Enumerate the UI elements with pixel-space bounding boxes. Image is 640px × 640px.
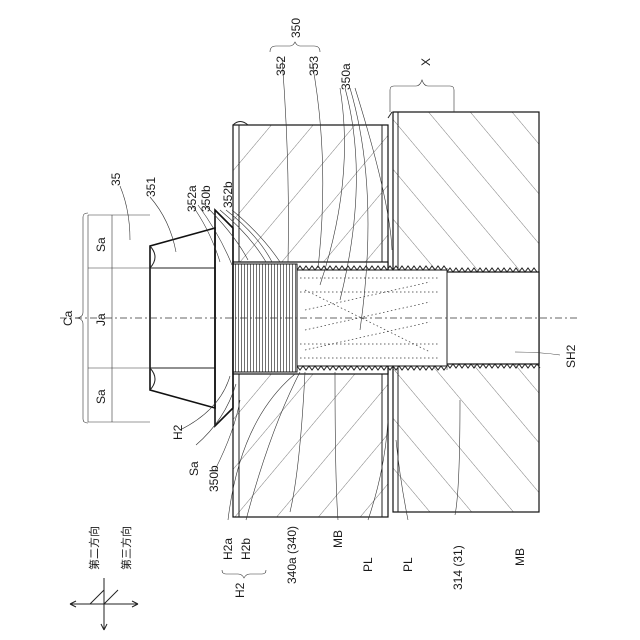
label-340a: 340a (340) bbox=[285, 526, 299, 584]
label-350b-top: 350b bbox=[199, 185, 213, 212]
label-direction-3: 第三方向 bbox=[119, 526, 133, 570]
label-Sa-top: Sa bbox=[94, 237, 108, 252]
label-Sa-bottom: Sa bbox=[94, 389, 108, 404]
label-Ca: Ca bbox=[61, 310, 75, 326]
label-314: 314 (31) bbox=[451, 545, 465, 590]
label-H2a: H2a bbox=[221, 538, 235, 560]
label-MB-2: MB bbox=[513, 548, 527, 566]
label-MB-1: MB bbox=[331, 530, 345, 548]
label-350b-side: 350b bbox=[207, 465, 221, 492]
label-351: 351 bbox=[144, 177, 158, 197]
x-bracket bbox=[390, 80, 454, 112]
label-H2-side: H2 bbox=[171, 424, 185, 440]
label-direction-2: 第二方向 bbox=[87, 526, 101, 570]
label-X: X bbox=[419, 58, 433, 66]
label-350: 350 bbox=[289, 18, 303, 38]
label-350a-top: 350a bbox=[339, 63, 353, 90]
label-353: 353 bbox=[307, 56, 321, 76]
direction-arrows bbox=[70, 578, 138, 630]
label-H2: H2 bbox=[233, 582, 247, 598]
label-Sa-side: Sa bbox=[187, 461, 201, 476]
label-PL-1: PL bbox=[361, 557, 375, 572]
label-352b: 352b bbox=[221, 181, 235, 208]
label-352: 352 bbox=[274, 56, 288, 76]
label-H2b: H2b bbox=[239, 538, 253, 560]
label-352a: 352a bbox=[185, 185, 199, 212]
label-35: 35 bbox=[109, 172, 123, 186]
label-SH2: SH2 bbox=[564, 344, 578, 368]
label-PL-2: PL bbox=[401, 557, 415, 572]
h2-bracket bbox=[222, 570, 266, 578]
label-Ja: Ja bbox=[94, 313, 108, 326]
350-bracket bbox=[270, 42, 320, 52]
